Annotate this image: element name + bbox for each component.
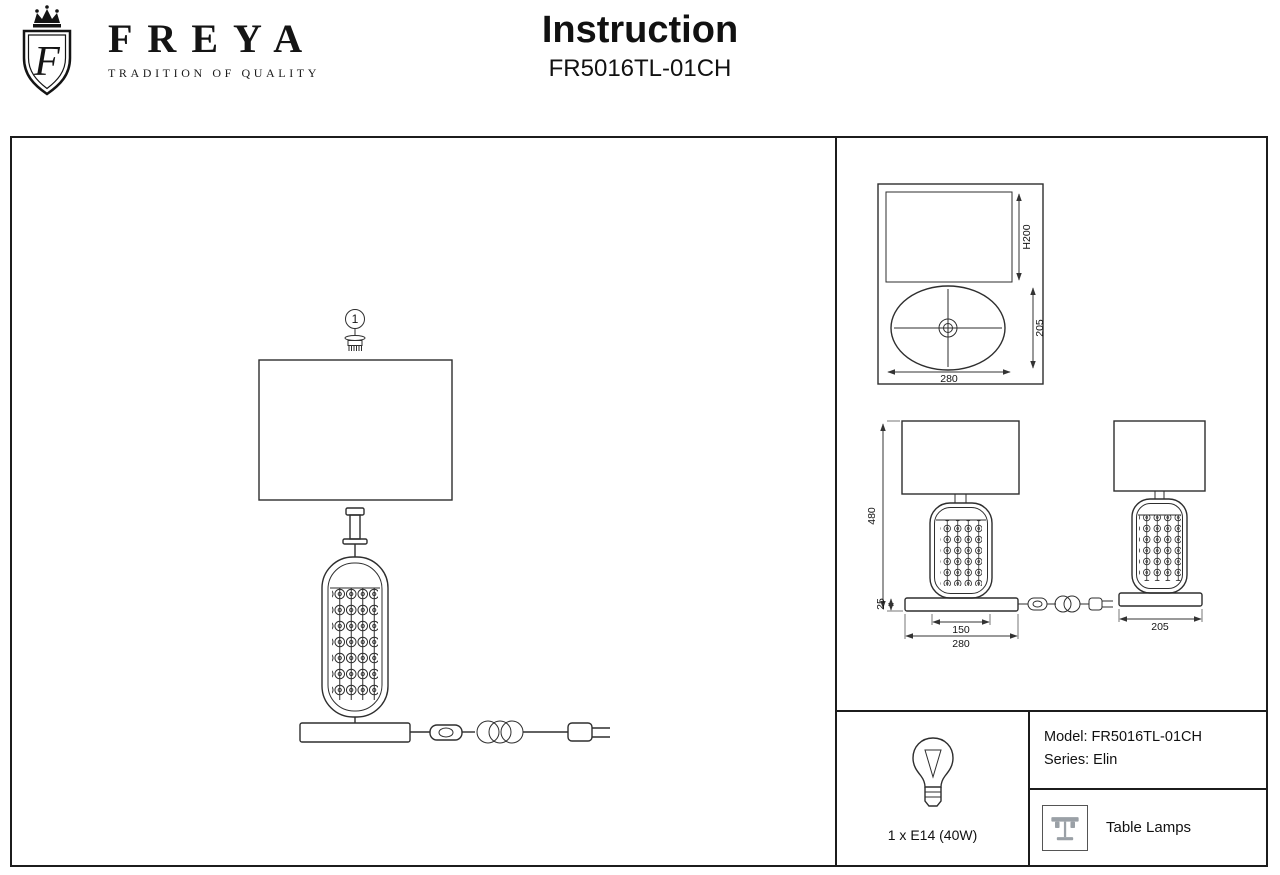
- cord-detail: [1018, 595, 1113, 613]
- dim-base-height: 25: [875, 598, 887, 610]
- lamp-main-drawing: 1: [258, 309, 610, 744]
- svg-text:F: F: [33, 39, 60, 85]
- page-title: Instruction: [541, 9, 739, 51]
- brand-tagline: TRADITION OF QUALITY: [108, 66, 320, 80]
- bulb-spec-label: 1 x E14 (40W): [887, 826, 978, 843]
- brand-crest-icon: F: [22, 5, 72, 96]
- table-lamp-icon: [1051, 816, 1079, 840]
- dimension-area: H200 205 280 480: [837, 138, 1266, 710]
- spec-row: 1 x E14 (40W) Model: FR5016TL-01CH Serie…: [837, 710, 1266, 865]
- inline-switch: [429, 724, 463, 741]
- header: F FREYA TRADITION OF QUALITY Instruction…: [0, 0, 1280, 132]
- dim-base-inner-width: 150: [952, 624, 970, 636]
- series-line: Series: Elin: [1044, 752, 1118, 768]
- dim-base-width: 280: [952, 638, 970, 650]
- dim-side-width: 205: [1151, 621, 1169, 633]
- dim-total-height: 480: [866, 507, 878, 525]
- brand-name: FREYA: [108, 16, 318, 61]
- dim-shade-depth: 205: [1034, 319, 1046, 337]
- lamp-base: [299, 722, 411, 743]
- plug: [567, 722, 610, 742]
- model-code: FR5016TL-01CH: [548, 55, 732, 82]
- info-cell: Model: FR5016TL-01CH Series: Elin: [1030, 712, 1266, 865]
- side-view: 205: [1113, 420, 1206, 633]
- part-callout: 1: [345, 309, 365, 335]
- part-callout-number: 1: [352, 312, 359, 326]
- socket-neck: [342, 507, 368, 557]
- lampshade: [258, 359, 453, 501]
- top-view: H200 205 280: [877, 183, 1046, 385]
- power-cord: [410, 720, 610, 744]
- model-info: Model: FR5016TL-01CH Series: Elin: [1030, 712, 1266, 790]
- brand-text: FREYA TRADITION OF QUALITY: [108, 18, 320, 81]
- finial: [344, 335, 366, 351]
- title-block: Instruction FR5016TL-01CH: [0, 8, 1280, 83]
- category-row: Table Lamps: [1030, 790, 1266, 865]
- cord-coil: [476, 720, 524, 744]
- dim-shade-height: H200: [1021, 224, 1033, 249]
- front-view: 480 25 150: [866, 420, 1113, 650]
- right-panel: H200 205 280 480: [835, 138, 1266, 865]
- category-label: Table Lamps: [1106, 819, 1192, 836]
- bulb-spec-cell: 1 x E14 (40W): [837, 712, 1030, 865]
- diagram-frame: 1: [10, 136, 1268, 867]
- main-drawing-panel: 1: [12, 138, 835, 865]
- model-line: Model: FR5016TL-01CH: [1044, 729, 1202, 745]
- lamp-body: [321, 556, 389, 723]
- dimension-drawings: H200 205 280 480: [866, 183, 1206, 650]
- bulb-icon: [911, 736, 954, 807]
- crystal-strands: [332, 588, 378, 700]
- brand-logo: F FREYA TRADITION OF QUALITY: [10, 4, 320, 100]
- dim-shade-width: 280: [940, 373, 958, 385]
- category-icon-box: [1042, 804, 1088, 851]
